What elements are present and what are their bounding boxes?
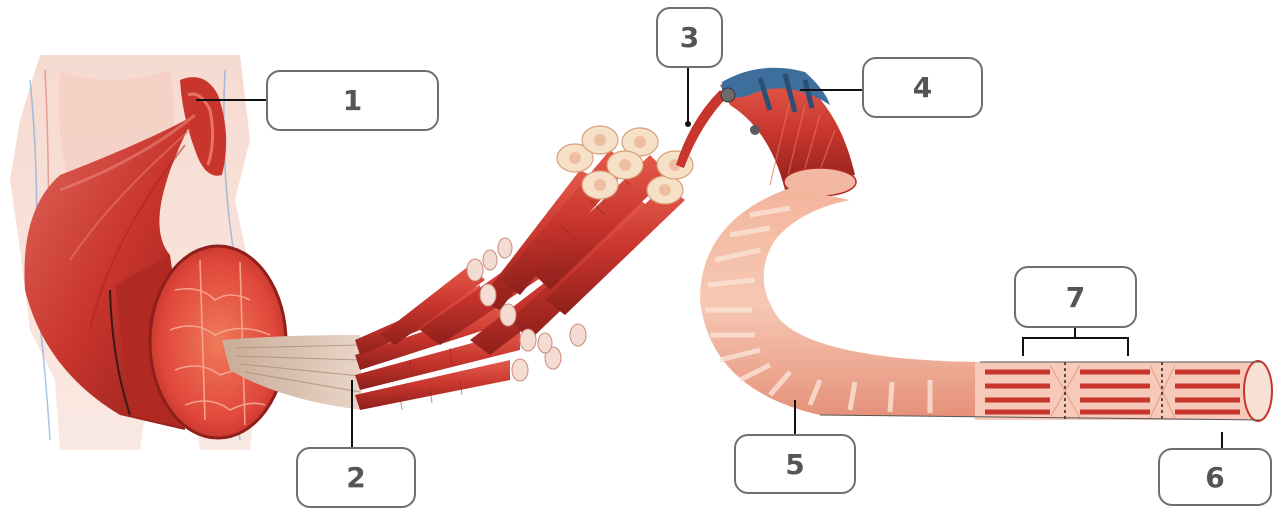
label-box-2: 2 [296,447,416,508]
label-box-3: 3 [656,7,723,68]
label-text-1: 1 [343,84,362,117]
label-text-6: 6 [1205,461,1224,494]
label-text-4: 4 [913,71,932,104]
label-text-2: 2 [346,461,365,494]
label-box-1: 1 [266,70,439,131]
label-text-3: 3 [680,21,699,54]
single-fiber-strand [676,90,728,168]
fiber-with-sheath [720,68,856,196]
label-box-4: 4 [862,57,983,118]
label-box-5: 5 [734,434,856,494]
label-text-5: 5 [785,448,804,481]
label-text-7: 7 [1066,281,1085,314]
label-box-6: 6 [1158,448,1272,506]
muscle-fibers [355,126,693,410]
label-box-7: 7 [1014,266,1137,328]
myofibril [700,188,1272,422]
